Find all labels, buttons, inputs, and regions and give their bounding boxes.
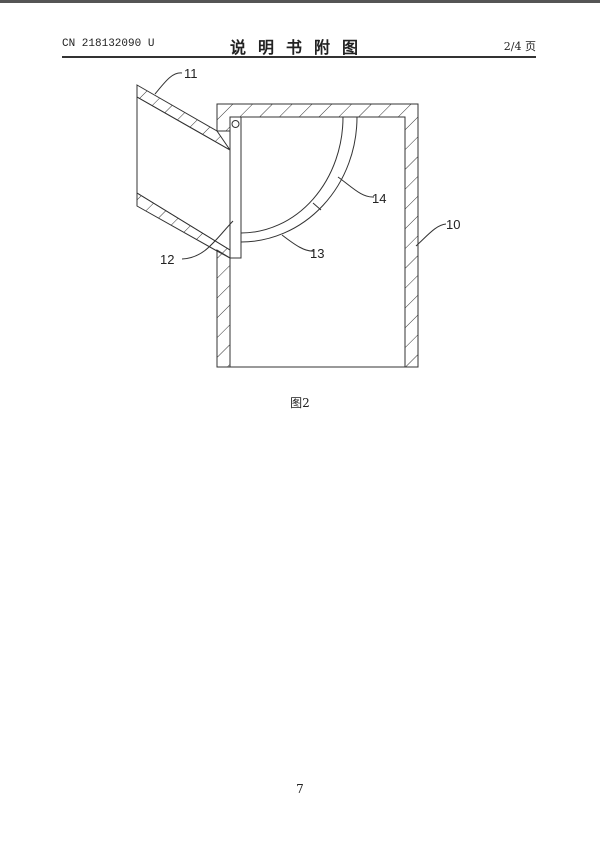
hinge-pin [231,120,240,128]
header-rule [62,56,536,58]
leader-13 [281,234,315,252]
leader-12 [181,220,234,260]
label-14: 14 [372,191,386,206]
leader-14 [337,176,375,198]
label-12: 12 [160,252,174,267]
figure-caption: 图2 [290,396,310,410]
plate [229,116,242,259]
leader-11 [154,72,183,95]
top-border [0,0,600,3]
arc-guide [240,116,358,243]
page-title: 说明书附图 [229,38,370,57]
doc-number: CN 218132090 U [62,38,155,50]
page-indicator: 2/4 页 [503,40,536,53]
page-number: 7 [296,782,304,796]
chute [136,84,231,259]
label-11: 11 [184,66,198,81]
leader-10 [415,223,447,247]
housing [216,103,419,368]
label-13: 13 [310,246,324,261]
label-10: 10 [446,217,460,232]
